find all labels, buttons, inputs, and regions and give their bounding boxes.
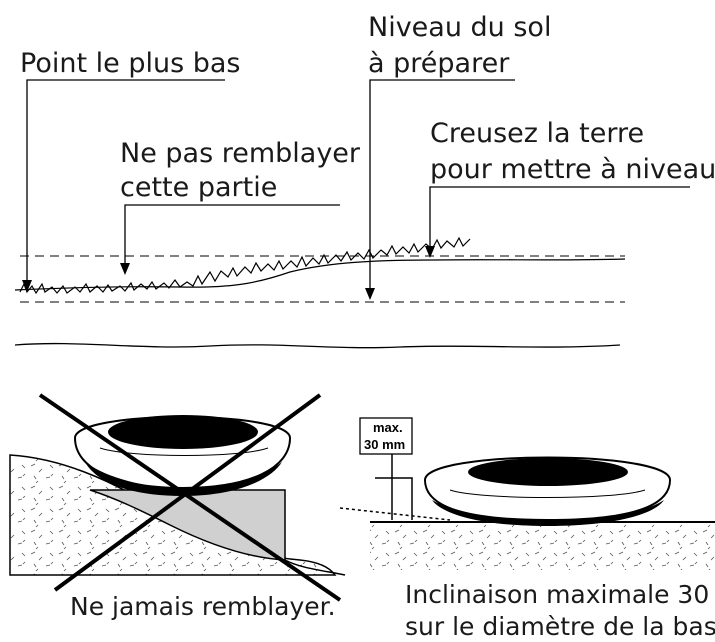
max-tilt-illustration: max. 30 mm <box>339 417 715 570</box>
leader-lines <box>26 79 690 295</box>
label-dig-1: Creusez la terre <box>430 118 644 149</box>
flat-soil <box>370 522 715 570</box>
tolerance-line-1: max. <box>373 420 403 435</box>
label-dig-2: pour mettre à niveau <box>430 154 715 185</box>
tolerance-line-2: 30 mm <box>364 437 405 452</box>
label-no-backfill-2: cette partie <box>120 172 277 203</box>
tolerance-box <box>359 417 413 455</box>
tilt-line <box>339 507 451 521</box>
measurement-bracket <box>375 454 413 520</box>
pond-left <box>73 415 292 496</box>
arrowheads <box>22 246 435 300</box>
pond-right <box>423 456 672 526</box>
wrong-method-illustration <box>9 393 346 602</box>
backfill-block <box>89 489 286 561</box>
label-no-backfill-1: Ne pas remblayer <box>120 138 361 169</box>
subsoil-line <box>14 342 621 349</box>
cross-mark <box>38 393 342 602</box>
label-ground-level-2: à préparer <box>368 48 510 79</box>
caption-right-2: sur le diamètre de la bassin. <box>405 612 715 641</box>
caption-left: Ne jamais remblayer. <box>70 592 336 621</box>
label-ground-level-1: Niveau du sol <box>368 12 551 43</box>
ground-surface <box>14 236 626 295</box>
level-lines <box>20 255 625 303</box>
caption-right-1: Inclinaison maximale 30 mm <box>405 580 715 609</box>
terrain-profile: Point le plus bas Niveau du sol à prépar… <box>14 12 715 349</box>
label-lowest-point: Point le plus bas <box>20 48 240 79</box>
